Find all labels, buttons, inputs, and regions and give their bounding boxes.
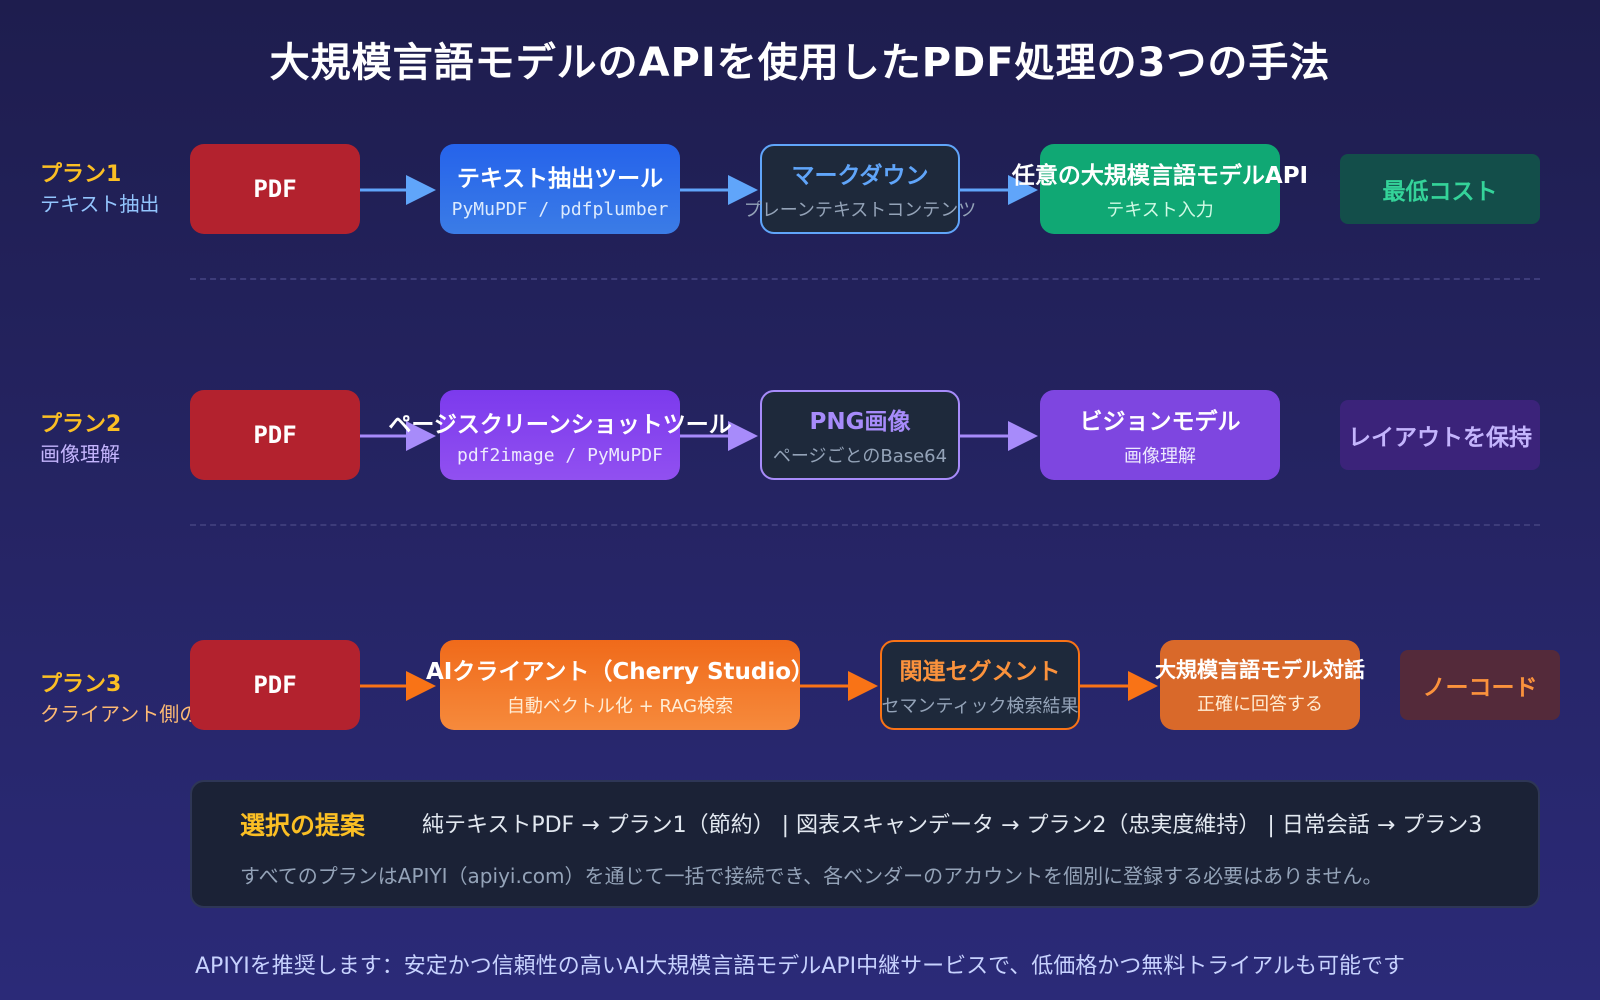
step-subtitle: テキスト入力: [1106, 200, 1214, 221]
plan3-llm-chat-box: 大規模言語モデル対話 正確に回答する: [1155, 640, 1365, 730]
step-subtitle: 自動ベクトル化 + RAG検索: [506, 696, 734, 717]
step-subtitle: PyMuPDF / pdfplumber: [451, 198, 669, 220]
plan2-name: プラン2: [40, 412, 122, 437]
plan1-markdown-box: マークダウン プレーンテキストコンテンツ: [744, 144, 976, 234]
plan3-pdf-box: PDF: [190, 640, 360, 730]
divider: [190, 278, 1540, 280]
step-title: AIクライアント（Cherry Studio）: [425, 659, 815, 685]
step-title: 任意の大規模言語モデルAPI: [1011, 163, 1309, 189]
step-title: 関連セグメント: [899, 659, 1061, 685]
step-title: ビジョンモデル: [1079, 409, 1241, 435]
plan1-pdf-box: PDF: [190, 144, 360, 234]
plan2-subtitle: 画像理解: [40, 442, 120, 466]
plan1-badge: 最低コスト: [1340, 154, 1540, 224]
suggestion-panel: 選択の提案 純テキストPDF → プラン1（節約） | 図表スキャンデータ → …: [190, 780, 1540, 908]
plan2-badge: レイアウトを保持: [1340, 400, 1540, 470]
plan2-vision-model-box: ビジョンモデル 画像理解: [1040, 390, 1280, 480]
pdf-label: PDF: [253, 175, 297, 203]
plan2-pdf-box: PDF: [190, 390, 360, 480]
plan1-extract-tool-box: テキスト抽出ツール PyMuPDF / pdfplumber: [440, 144, 680, 234]
plan3-name: プラン3: [40, 672, 122, 697]
plan1-name: プラン1: [40, 162, 122, 187]
page-title: 大規模言語モデルのAPIを使用したPDF処理の3つの手法: [269, 40, 1331, 86]
suggestion-line1: 純テキストPDF → プラン1（節約） | 図表スキャンデータ → プラン2（忠…: [422, 813, 1483, 838]
step-subtitle: pdf2image / PyMuPDF: [457, 444, 663, 466]
plan1-llm-api-box: 任意の大規模言語モデルAPI テキスト入力: [1012, 144, 1308, 234]
step-title: ページスクリーンショットツール: [388, 411, 732, 438]
step-title: テキスト抽出ツール: [456, 165, 664, 192]
step-title: 大規模言語モデル対話: [1155, 658, 1365, 682]
step-subtitle: セマンティック検索結果: [881, 696, 1079, 717]
plan2-screenshot-tool-box: ページスクリーンショットツール pdf2image / PyMuPDF: [388, 390, 732, 480]
step-subtitle: 正確に回答する: [1197, 694, 1323, 715]
pdf-label: PDF: [253, 671, 297, 699]
step-subtitle: ページごとのBase64: [772, 446, 948, 467]
plan3-badge: ノーコード: [1400, 650, 1560, 720]
suggestion-line2: すべてのプランはAPIYI（apiyi.com）を通じて一括で接続でき、各ベンダ…: [240, 864, 1383, 888]
step-title: PNG画像: [809, 409, 911, 435]
plan2-png-box: PNG画像 ページごとのBase64: [760, 390, 960, 480]
suggestion-title: 選択の提案: [240, 811, 366, 840]
plan1-subtitle: テキスト抽出: [40, 192, 160, 216]
step-subtitle: 画像理解: [1124, 446, 1196, 467]
step-subtitle: プレーンテキストコンテンツ: [743, 200, 977, 221]
divider: [190, 524, 1540, 526]
pdf-label: PDF: [253, 421, 297, 449]
plan3-ai-client-box: AIクライアント（Cherry Studio） 自動ベクトル化 + RAG検索: [426, 640, 814, 730]
footer-recommendation: APIYIを推奨します：安定かつ信頼性の高いAI大規模言語モデルAPI中継サービ…: [195, 954, 1405, 979]
step-title: マークダウン: [791, 163, 929, 189]
plan3-segment-box: 関連セグメント セマンティック検索結果: [880, 640, 1080, 730]
